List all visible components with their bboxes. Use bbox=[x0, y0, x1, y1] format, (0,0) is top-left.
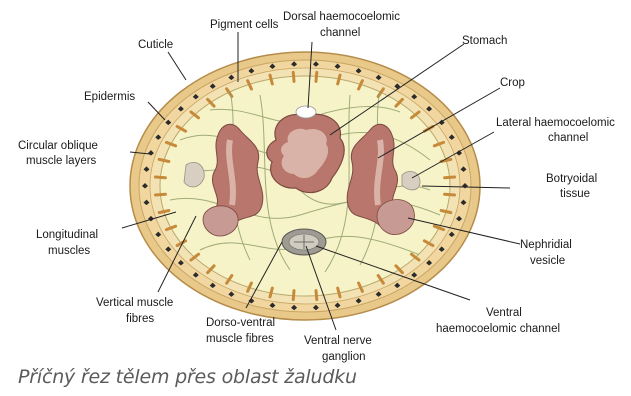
label-ventral-channel-1: Ventral bbox=[486, 307, 522, 319]
left-nephridial-vesicle bbox=[203, 206, 238, 236]
longitudinal-muscle-segment bbox=[155, 177, 165, 178]
longitudinal-muscle-segment bbox=[445, 194, 455, 195]
label-longitudinal-2: muscles bbox=[48, 245, 90, 257]
label-circular-1: Circular oblique bbox=[18, 140, 98, 152]
right-botryoidal-tissue bbox=[402, 171, 420, 189]
longitudinal-muscle-segment bbox=[293, 72, 294, 81]
label-botryoidal-2: tissue bbox=[560, 188, 590, 200]
label-ventral-nerve-2: ganglion bbox=[322, 351, 365, 363]
ventral-nerve-ganglion bbox=[282, 229, 326, 255]
label-dorsal-channel-1: Dorsal haemocoelomic bbox=[283, 11, 400, 23]
label-epidermis: Epidermis bbox=[84, 91, 135, 103]
label-vertical-1: Vertical muscle bbox=[96, 297, 173, 309]
label-nephridial-1: Nephridial bbox=[520, 239, 572, 251]
longitudinal-muscle-segment bbox=[293, 291, 294, 300]
label-pigment-cells: Pigment cells bbox=[210, 19, 279, 31]
dorsal-channel-vessel bbox=[296, 106, 316, 118]
label-lateral-channel-1: Lateral haemocoelomic bbox=[496, 117, 615, 129]
label-ventral-nerve-1: Ventral nerve bbox=[304, 335, 372, 347]
label-vertical-2: fibres bbox=[126, 313, 154, 325]
label-circular-2: muscle layers bbox=[26, 155, 97, 167]
longitudinal-muscle-segment bbox=[159, 211, 169, 213]
label-dorsal-channel-2: channel bbox=[320, 27, 360, 39]
label-cuticle: Cuticle bbox=[138, 39, 173, 51]
longitudinal-muscle-segment bbox=[155, 194, 165, 195]
label-botryoidal-1: Botryoidal bbox=[546, 173, 597, 185]
label-lateral-channel-2: channel bbox=[548, 132, 588, 144]
caption: Příčný řez tělem přes oblast žaludku bbox=[18, 366, 357, 388]
label-stomach: Stomach bbox=[462, 35, 507, 47]
longitudinal-muscle-segment bbox=[316, 291, 317, 300]
label-dorsoventral-1: Dorso-ventral bbox=[206, 317, 275, 329]
label-nephridial-2: vesicle bbox=[530, 255, 565, 267]
longitudinal-muscle-segment bbox=[441, 211, 451, 213]
label-crop: Crop bbox=[500, 77, 525, 89]
left-botryoidal-tissue bbox=[184, 162, 204, 187]
longitudinal-muscle-segment bbox=[159, 159, 169, 161]
label-longitudinal-1: Longitudinal bbox=[36, 229, 98, 241]
longitudinal-muscle-segment bbox=[316, 72, 317, 81]
longitudinal-muscle-segment bbox=[445, 177, 455, 178]
label-dorsoventral-2: muscle fibres bbox=[206, 333, 274, 345]
label-ventral-channel-2: haemocoelomic channel bbox=[436, 323, 560, 335]
